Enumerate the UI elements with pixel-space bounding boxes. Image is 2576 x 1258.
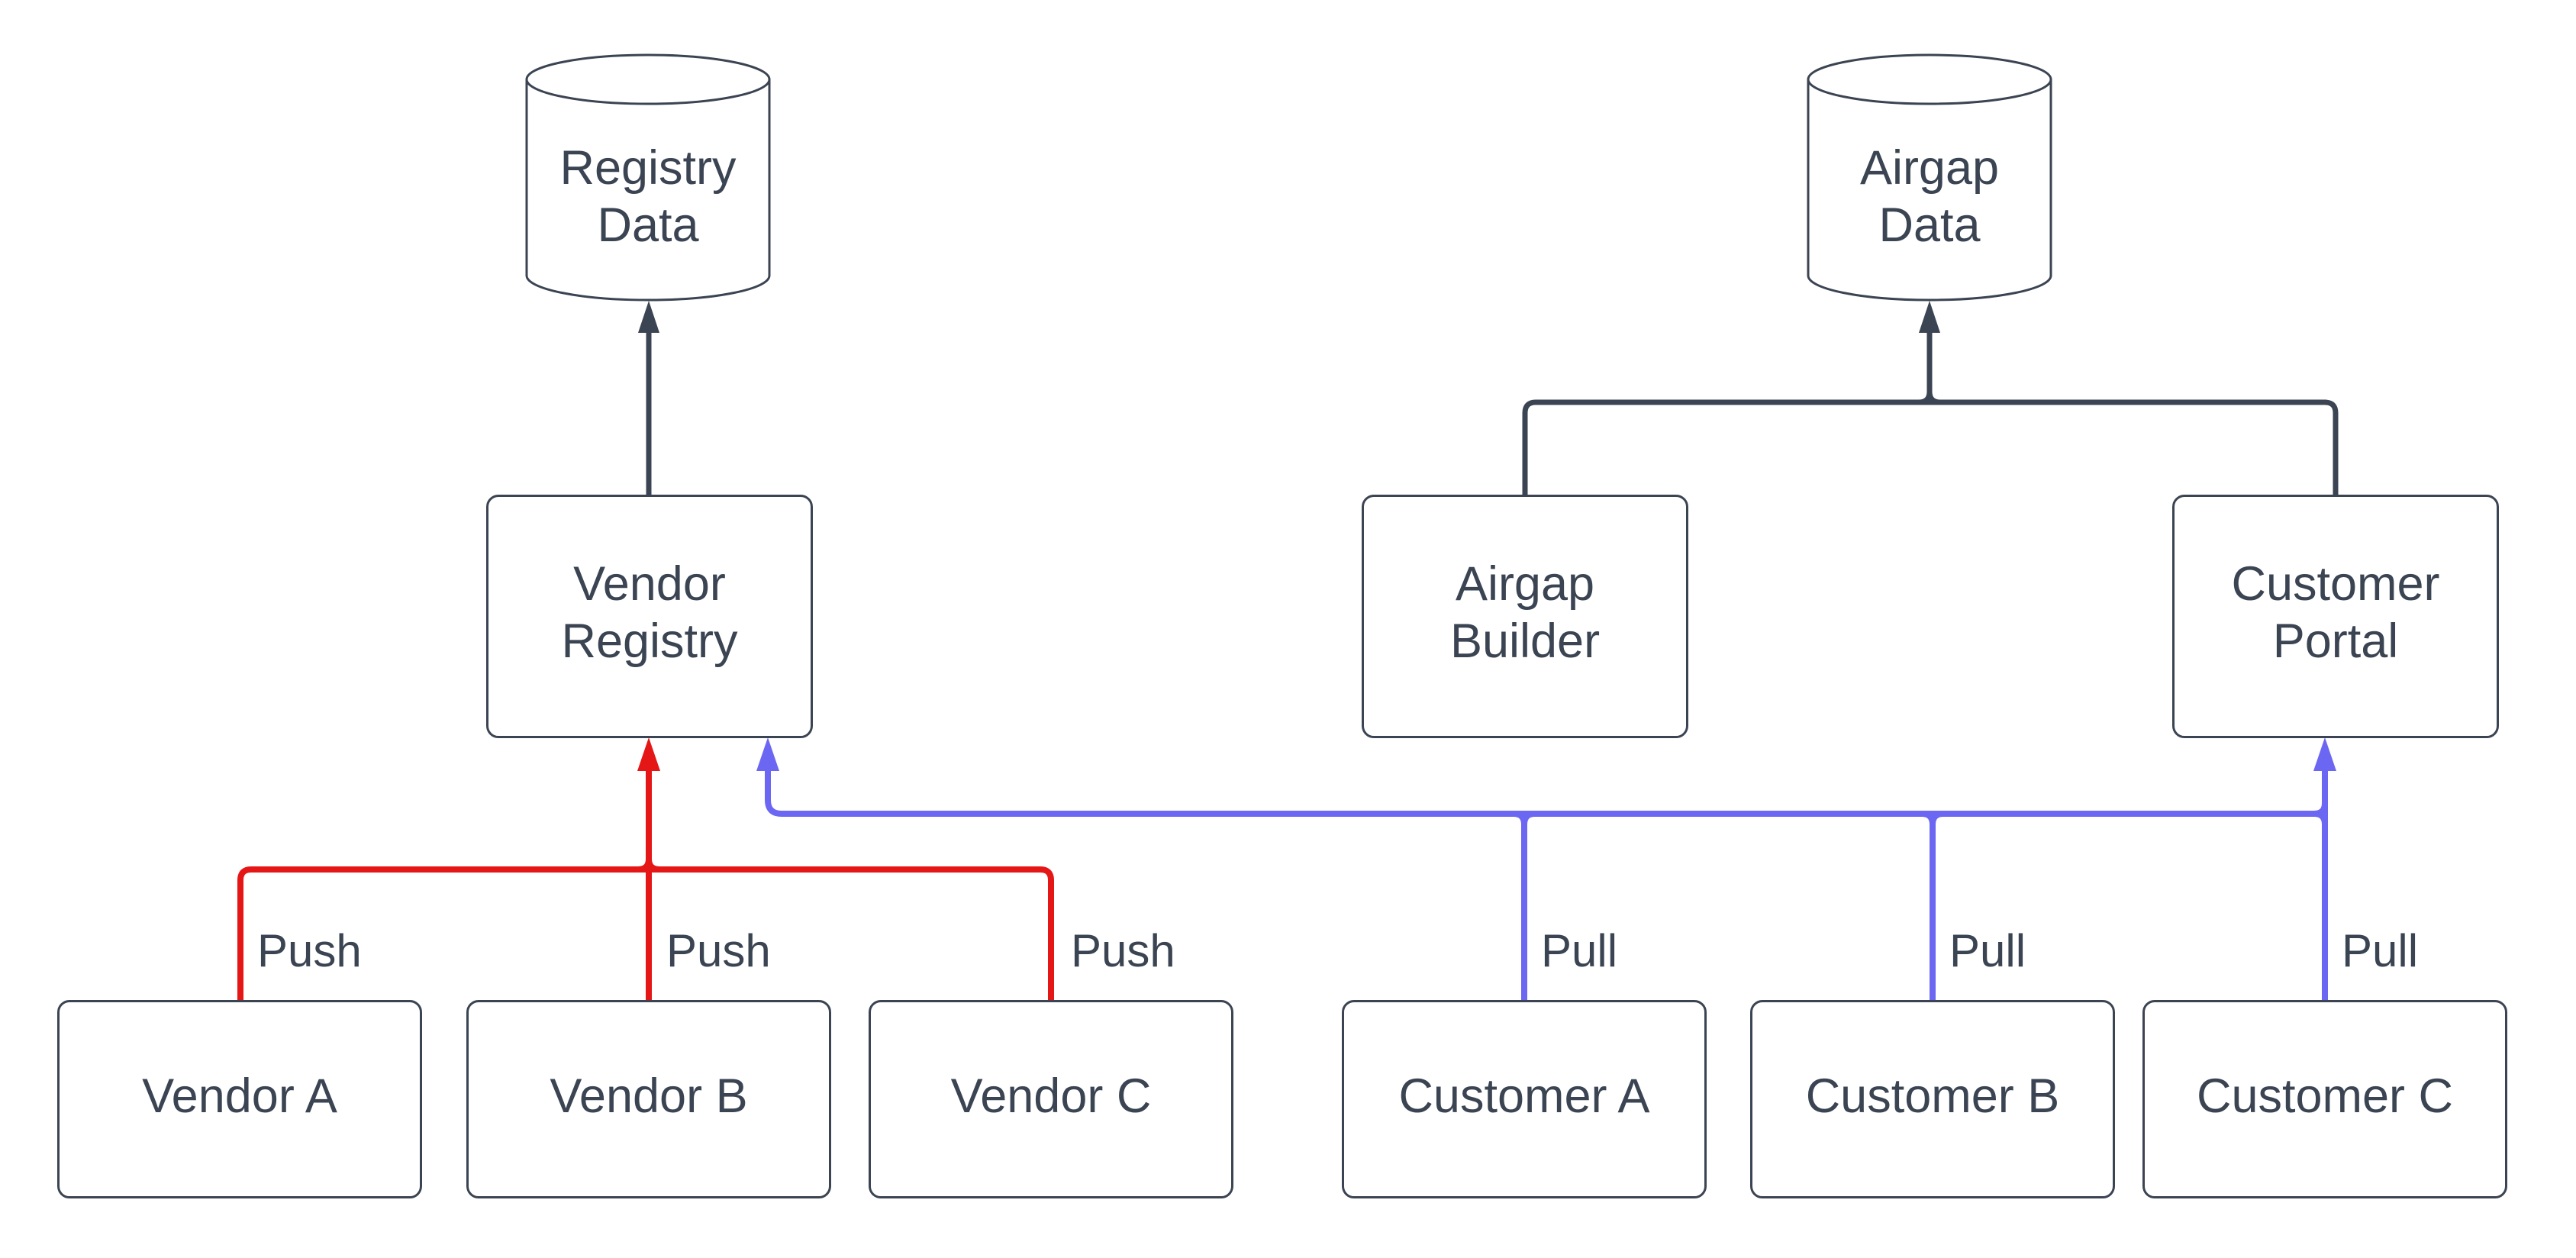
node-vendor-c-label: Vendor C <box>950 1069 1152 1123</box>
edge-builders-to-airgap-data <box>1522 301 2339 495</box>
node-customer-b-label: Customer B <box>1805 1069 2060 1123</box>
database-cylinder-airgap-data <box>1807 53 2052 302</box>
database-cylinder-registry-data <box>525 53 771 302</box>
node-vendor-c: Vendor C <box>869 1000 1233 1198</box>
datastore-airgap-data-label: Airgap Data <box>1859 141 2000 252</box>
node-vendor-registry-label: Vendor Registry <box>561 557 738 668</box>
node-airgap-builder-label: Airgap Builder <box>1449 557 1601 668</box>
node-customer-a: Customer A <box>1342 1000 1707 1198</box>
node-vendor-a: Vendor A <box>57 1000 422 1198</box>
node-customer-portal-label: Customer Portal <box>2231 557 2440 668</box>
arrowhead-up-icon <box>637 737 660 771</box>
node-customer-b: Customer B <box>1750 1000 2115 1198</box>
node-vendor-registry: Vendor Registry <box>486 495 813 738</box>
node-customer-c-label: Customer C <box>2196 1069 2454 1123</box>
edge-vendors-push <box>237 737 1054 1000</box>
node-customer-c: Customer C <box>2142 1000 2507 1198</box>
node-customer-portal: Customer Portal <box>2172 495 2499 738</box>
datastore-registry-data-label: Registry Data <box>559 141 737 252</box>
node-vendor-b-label: Vendor B <box>550 1069 748 1123</box>
arrowhead-up-icon <box>756 737 779 771</box>
arrowhead-up-icon <box>638 301 659 333</box>
edge-label-pull-customer-b: Pull <box>1949 925 2026 976</box>
edge-label-push-vendor-b: Push <box>666 925 771 976</box>
edge-vendor-registry-to-registry-data <box>638 301 659 495</box>
node-customer-a-label: Customer A <box>1398 1069 1650 1123</box>
node-vendor-a-label: Vendor A <box>142 1069 337 1123</box>
edge-customers-pull <box>756 737 2336 1000</box>
edge-label-push-vendor-a: Push <box>257 925 362 976</box>
node-airgap-builder: Airgap Builder <box>1362 495 1688 738</box>
node-vendor-b: Vendor B <box>466 1000 831 1198</box>
arrowhead-up-icon <box>1919 301 1940 333</box>
edge-label-push-vendor-c: Push <box>1071 925 1175 976</box>
arrowhead-up-icon <box>2313 737 2336 771</box>
edge-label-pull-customer-c: Pull <box>2342 925 2419 976</box>
edge-label-pull-customer-a: Pull <box>1541 925 1618 976</box>
